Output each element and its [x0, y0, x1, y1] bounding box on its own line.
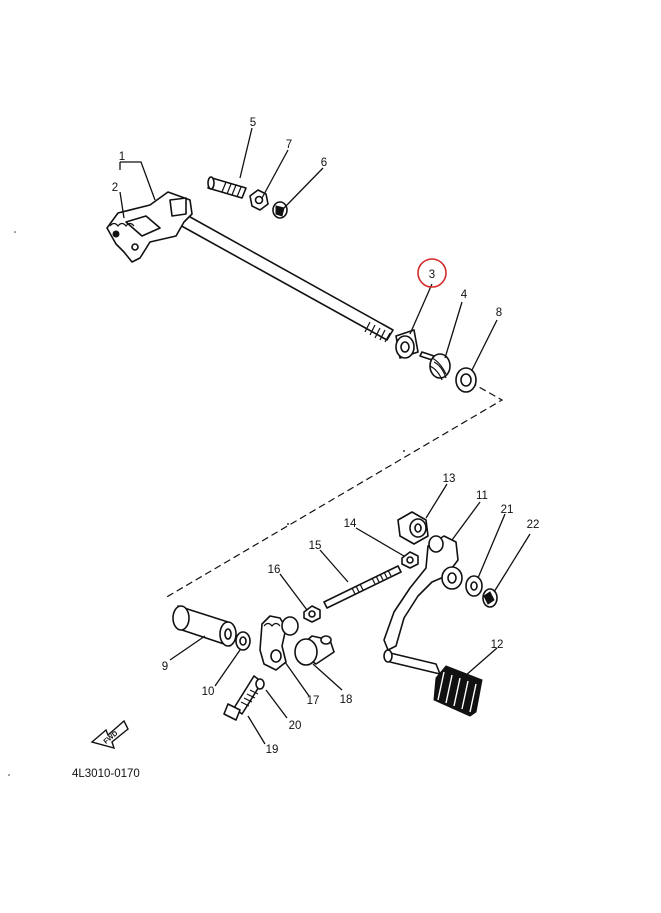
label-part-13: 13: [443, 473, 456, 485]
label-part-11: 11: [476, 490, 488, 502]
part-13-joint[interactable]: [397, 511, 429, 545]
label-part-15: 15: [309, 540, 322, 552]
part-12-pedal-rubber[interactable]: [433, 665, 483, 717]
part-20-washer[interactable]: [255, 678, 265, 690]
label-part-9: 9: [162, 661, 168, 673]
label-part-14: 14: [344, 518, 357, 530]
label-part-4: 4: [461, 289, 468, 301]
part-6-washer[interactable]: [272, 201, 288, 219]
label-part-10: 10: [202, 686, 215, 698]
part-9-collar[interactable]: [172, 605, 237, 647]
part-5-stud[interactable]: [207, 176, 247, 199]
part-14-nut[interactable]: [401, 551, 419, 569]
part-22-circlip[interactable]: [482, 588, 498, 608]
part-19-bolt[interactable]: [223, 675, 263, 721]
part-21-washer[interactable]: [465, 575, 483, 597]
label-part-7: 7: [286, 139, 292, 151]
highlight-circle: [417, 258, 447, 288]
shift-shaft-assembly[interactable]: [106, 191, 394, 343]
part-10-washer[interactable]: [235, 631, 251, 651]
scan-specks: [8, 231, 405, 776]
part-17-shift-arm[interactable]: [259, 615, 299, 671]
label-part-21: 21: [501, 504, 514, 516]
label-part-20: 20: [289, 720, 302, 732]
label-part-5: 5: [250, 117, 256, 129]
label-part-12: 12: [491, 639, 504, 651]
part-18-joint[interactable]: [294, 635, 335, 666]
label-part-8: 8: [496, 307, 502, 319]
part-8-oil-seal[interactable]: [455, 367, 477, 393]
label-part-17: 17: [307, 695, 320, 707]
leader-lines: [119, 127, 531, 745]
part-11-shift-pedal[interactable]: [383, 535, 463, 675]
label-part-6: 6: [321, 157, 327, 169]
label-part-22: 22: [527, 519, 540, 531]
label-part-16: 16: [268, 564, 281, 576]
part-16-nut[interactable]: [303, 605, 321, 623]
part-3-collar[interactable]: [395, 329, 419, 359]
part-4-spring[interactable]: [419, 351, 451, 381]
fwd-arrow-icon: FWD: [90, 719, 129, 750]
part-15-shift-rod[interactable]: [323, 565, 402, 609]
label-part-3: 3: [429, 269, 435, 281]
label-part-19: 19: [266, 744, 279, 756]
label-part-1: 1: [119, 151, 125, 163]
label-part-2: 2: [112, 182, 118, 194]
label-part-18: 18: [340, 694, 353, 706]
assembly-dashed-line: [164, 381, 504, 599]
diagram-code: 4L3010-0170: [72, 768, 140, 780]
